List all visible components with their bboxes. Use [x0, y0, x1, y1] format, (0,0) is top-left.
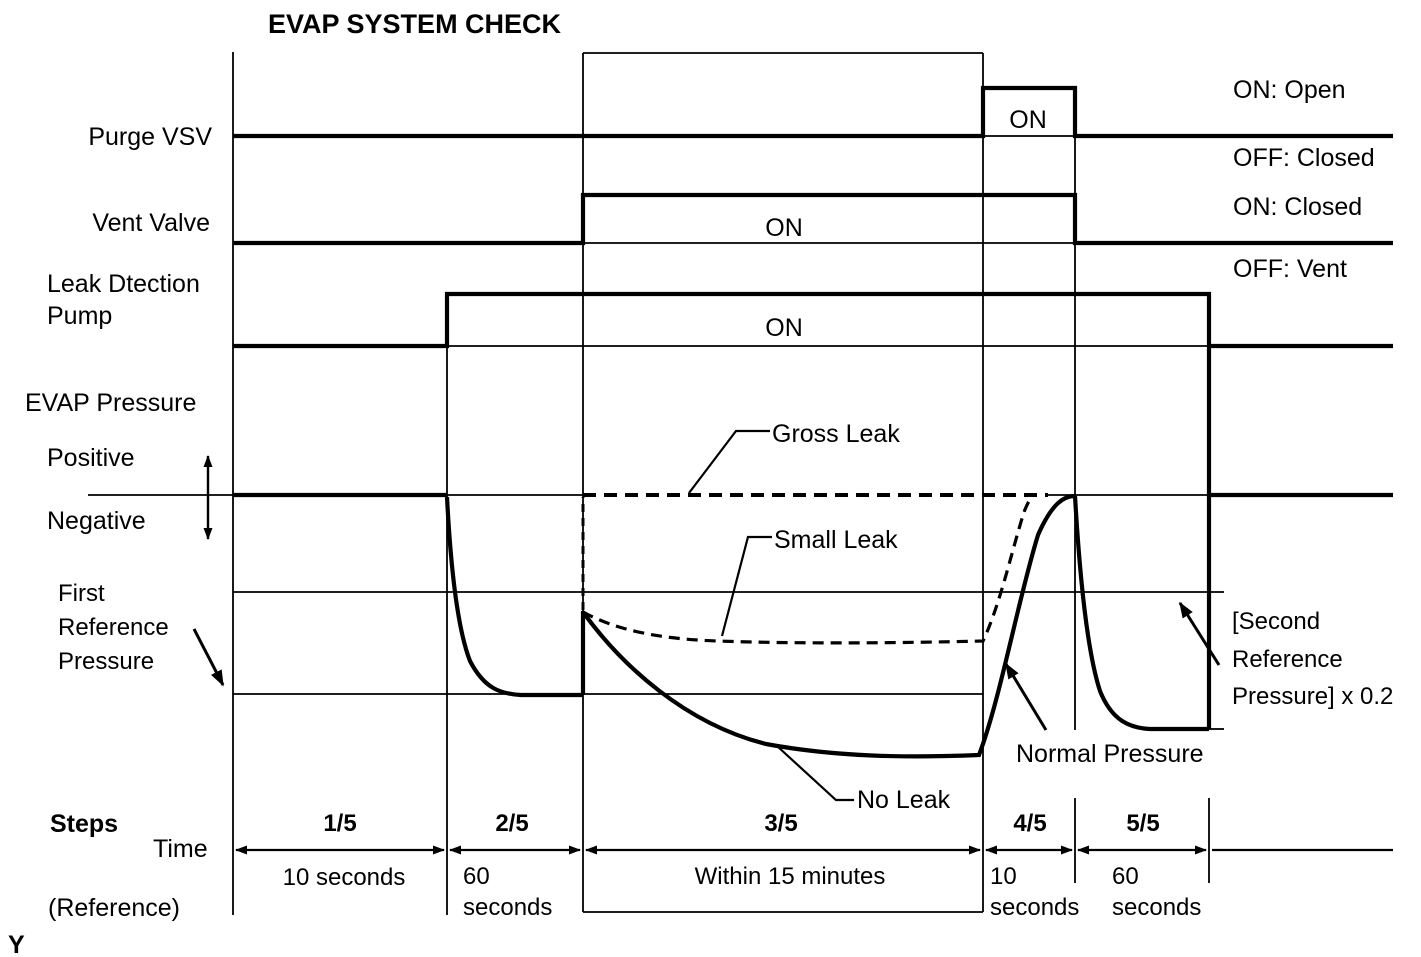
first-reference-arrow	[192, 628, 225, 687]
second-reference-label-line3: Pressure] x 0.2	[1232, 683, 1393, 710]
step-4-time-line1: 10	[990, 863, 1017, 890]
vent-valve-trace	[233, 192, 1393, 246]
footer-mark: Y	[8, 931, 25, 957]
no-leak-pointer	[776, 745, 854, 802]
normal-pressure-arrow	[1004, 662, 1048, 731]
small-leak-label: Small Leak	[774, 526, 898, 554]
vent-valve-on-label: ON	[765, 214, 803, 242]
leak-detection-pump-label-line2: Pump	[47, 302, 112, 330]
small-leak-pointer	[720, 535, 772, 637]
vent-valve-label: Vent Valve	[92, 209, 210, 237]
leak-detection-pump-label-line1: Leak Dtection	[47, 270, 200, 298]
pressure-trace-step2-drop	[444, 496, 583, 698]
step-4-label: 4/5	[1013, 810, 1046, 837]
evap-pressure-label: EVAP Pressure	[25, 389, 196, 417]
gross-leak-pointer	[688, 429, 770, 494]
second-reference-label-line2: Reference	[1232, 646, 1343, 673]
step-5-time-line1: 60	[1112, 863, 1139, 890]
negative-label: Negative	[47, 507, 146, 535]
pump-on-label: ON	[765, 314, 803, 342]
step-2-time-line1: 60	[463, 863, 490, 890]
step-3-label: 3/5	[764, 810, 797, 837]
page-title: EVAP SYSTEM CHECK	[268, 9, 562, 39]
small-leak-curve-dashed	[582, 493, 1035, 645]
step-3-time: Within 15 minutes	[695, 863, 886, 890]
normal-pressure-label: Normal Pressure	[1016, 740, 1204, 768]
vent-legend-on: ON: Closed	[1233, 193, 1362, 221]
step-2-label: 2/5	[495, 810, 528, 837]
first-reference-label-line1: First	[58, 580, 105, 607]
time-heading: Time	[153, 835, 208, 863]
positive-label: Positive	[47, 444, 135, 472]
steps-heading: Steps	[50, 810, 118, 838]
second-reference-label-line1: [Second	[1232, 608, 1320, 635]
first-reference-label-line3: Pressure	[58, 648, 154, 675]
purge-vsv-on-label: ON	[1009, 106, 1047, 134]
step-4-time-line2: seconds	[990, 894, 1079, 921]
pump-trace	[233, 291, 1212, 729]
no-leak-label: No Leak	[857, 786, 951, 814]
purge-vsv-label: Purge VSV	[88, 123, 212, 151]
second-reference-arrow	[1178, 601, 1221, 666]
purge-legend-on: ON: Open	[1233, 76, 1346, 104]
first-reference-label-line2: Reference	[58, 614, 169, 641]
step-2-time-line2: seconds	[463, 894, 552, 921]
step-5-label: 5/5	[1126, 810, 1159, 837]
gross-leak-label: Gross Leak	[772, 420, 900, 448]
step-1-label: 1/5	[323, 810, 356, 837]
pressure-trace-step5-decay	[1072, 495, 1209, 732]
reference-note: (Reference)	[48, 894, 180, 922]
step-5-time-line2: seconds	[1112, 894, 1201, 921]
no-leak-curve	[581, 493, 1076, 759]
step-1-time: 10 seconds	[283, 864, 406, 891]
purge-legend-off: OFF: Closed	[1233, 144, 1375, 172]
vent-legend-off: OFF: Vent	[1233, 255, 1347, 283]
purge-vsv-trace	[233, 85, 1393, 139]
